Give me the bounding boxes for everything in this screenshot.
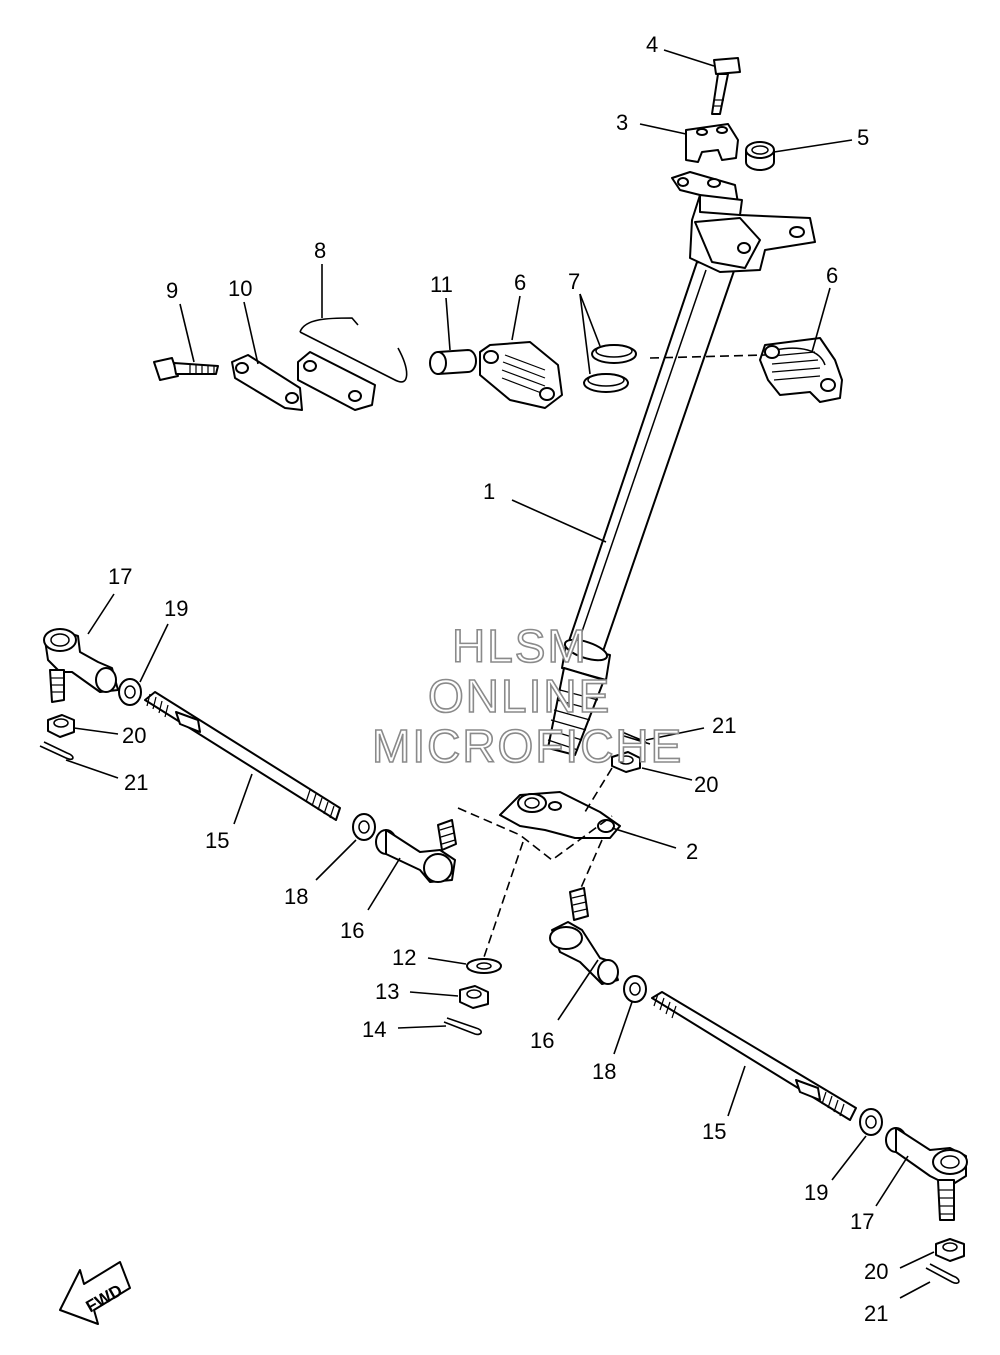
nut-20-left bbox=[47, 714, 75, 738]
nut-19-right bbox=[859, 1108, 883, 1136]
callout-20-right: 20 bbox=[864, 1259, 888, 1284]
bushing-half-right bbox=[759, 337, 843, 403]
callout-17-right: 17 bbox=[850, 1209, 874, 1234]
steering-shaft bbox=[547, 171, 816, 756]
callout-21-mid: 21 bbox=[712, 713, 736, 738]
nut-13 bbox=[459, 985, 489, 1009]
cotter-pin-21-upper bbox=[621, 731, 651, 745]
callout-18-left: 18 bbox=[284, 884, 308, 909]
bushing-5 bbox=[745, 141, 775, 171]
callout-19-left: 19 bbox=[164, 596, 188, 621]
alignment-line-pitman bbox=[457, 807, 613, 862]
callout-21-left: 21 bbox=[124, 770, 148, 795]
callout-3: 3 bbox=[616, 110, 628, 135]
callout-14: 14 bbox=[362, 1017, 386, 1042]
tie-rod-end-left-outer bbox=[43, 628, 119, 703]
alignment-line-right bbox=[579, 839, 603, 891]
callout-6-left: 6 bbox=[514, 270, 526, 295]
callout-labels: 1 2 3 4 5 6 6 7 8 9 10 11 12 13 14 15 15… bbox=[108, 32, 888, 1326]
callout-8: 8 bbox=[314, 238, 326, 263]
callout-6-right: 6 bbox=[826, 263, 838, 288]
nut-18-right bbox=[623, 975, 647, 1003]
alignment-line-upper bbox=[649, 354, 766, 359]
callout-5: 5 bbox=[857, 125, 869, 150]
cotter-pin-21-left bbox=[39, 741, 74, 761]
tie-rod-right bbox=[651, 991, 857, 1121]
bushing-half-left bbox=[479, 341, 563, 409]
nut-20-upper bbox=[611, 751, 641, 773]
callout-10: 10 bbox=[228, 276, 252, 301]
callout-16-left: 16 bbox=[340, 918, 364, 943]
callout-7: 7 bbox=[568, 269, 580, 294]
shaft-holder bbox=[685, 123, 739, 163]
callout-21-right: 21 bbox=[864, 1301, 888, 1326]
fwd-arrow: FWD bbox=[59, 1261, 131, 1325]
callout-15-left: 15 bbox=[205, 828, 229, 853]
nut-20-right bbox=[935, 1238, 965, 1262]
nut-18-left bbox=[352, 813, 376, 841]
washer-12 bbox=[466, 958, 502, 974]
tie-rod-end-right-inner bbox=[549, 887, 619, 985]
callout-2: 2 bbox=[686, 839, 698, 864]
alignment-line-lower bbox=[482, 841, 524, 961]
tie-rod-left bbox=[144, 691, 341, 821]
bolt-4 bbox=[711, 57, 741, 115]
callout-16-right: 16 bbox=[530, 1028, 554, 1053]
callout-15-right: 15 bbox=[702, 1119, 726, 1144]
callout-20-left: 20 bbox=[122, 723, 146, 748]
tie-rod-end-right-outer bbox=[885, 1127, 968, 1221]
pitman-arm bbox=[499, 791, 621, 839]
watermark-line-1: HLSM bbox=[452, 620, 588, 672]
leader-lines bbox=[65, 49, 935, 1299]
nut-19-left bbox=[118, 678, 142, 706]
callout-1: 1 bbox=[483, 479, 495, 504]
watermark-line-2: ONLINE bbox=[428, 670, 611, 722]
callout-20-mid: 20 bbox=[694, 772, 718, 797]
clip-8 bbox=[297, 317, 408, 411]
callout-12: 12 bbox=[392, 945, 416, 970]
watermark: HLSM ONLINE MICROFICHE bbox=[371, 619, 683, 773]
callout-19-right: 19 bbox=[804, 1180, 828, 1205]
cotter-pin-14 bbox=[443, 1017, 482, 1036]
callout-18-right: 18 bbox=[592, 1059, 616, 1084]
plate-10 bbox=[231, 354, 303, 411]
callout-13: 13 bbox=[375, 979, 399, 1004]
callout-11: 11 bbox=[430, 272, 453, 297]
callout-9: 9 bbox=[166, 278, 178, 303]
alignment-line-shaft bbox=[584, 767, 613, 813]
callout-4: 4 bbox=[646, 32, 658, 57]
tie-rod-end-left-inner bbox=[375, 819, 457, 883]
watermark-line-3: MICROFICHE bbox=[372, 720, 683, 772]
cotter-pin-21-right bbox=[925, 1263, 960, 1284]
collar-11 bbox=[429, 349, 477, 375]
bolt-9 bbox=[153, 357, 219, 381]
callout-17-left: 17 bbox=[108, 564, 132, 589]
oil-seals bbox=[583, 344, 637, 393]
